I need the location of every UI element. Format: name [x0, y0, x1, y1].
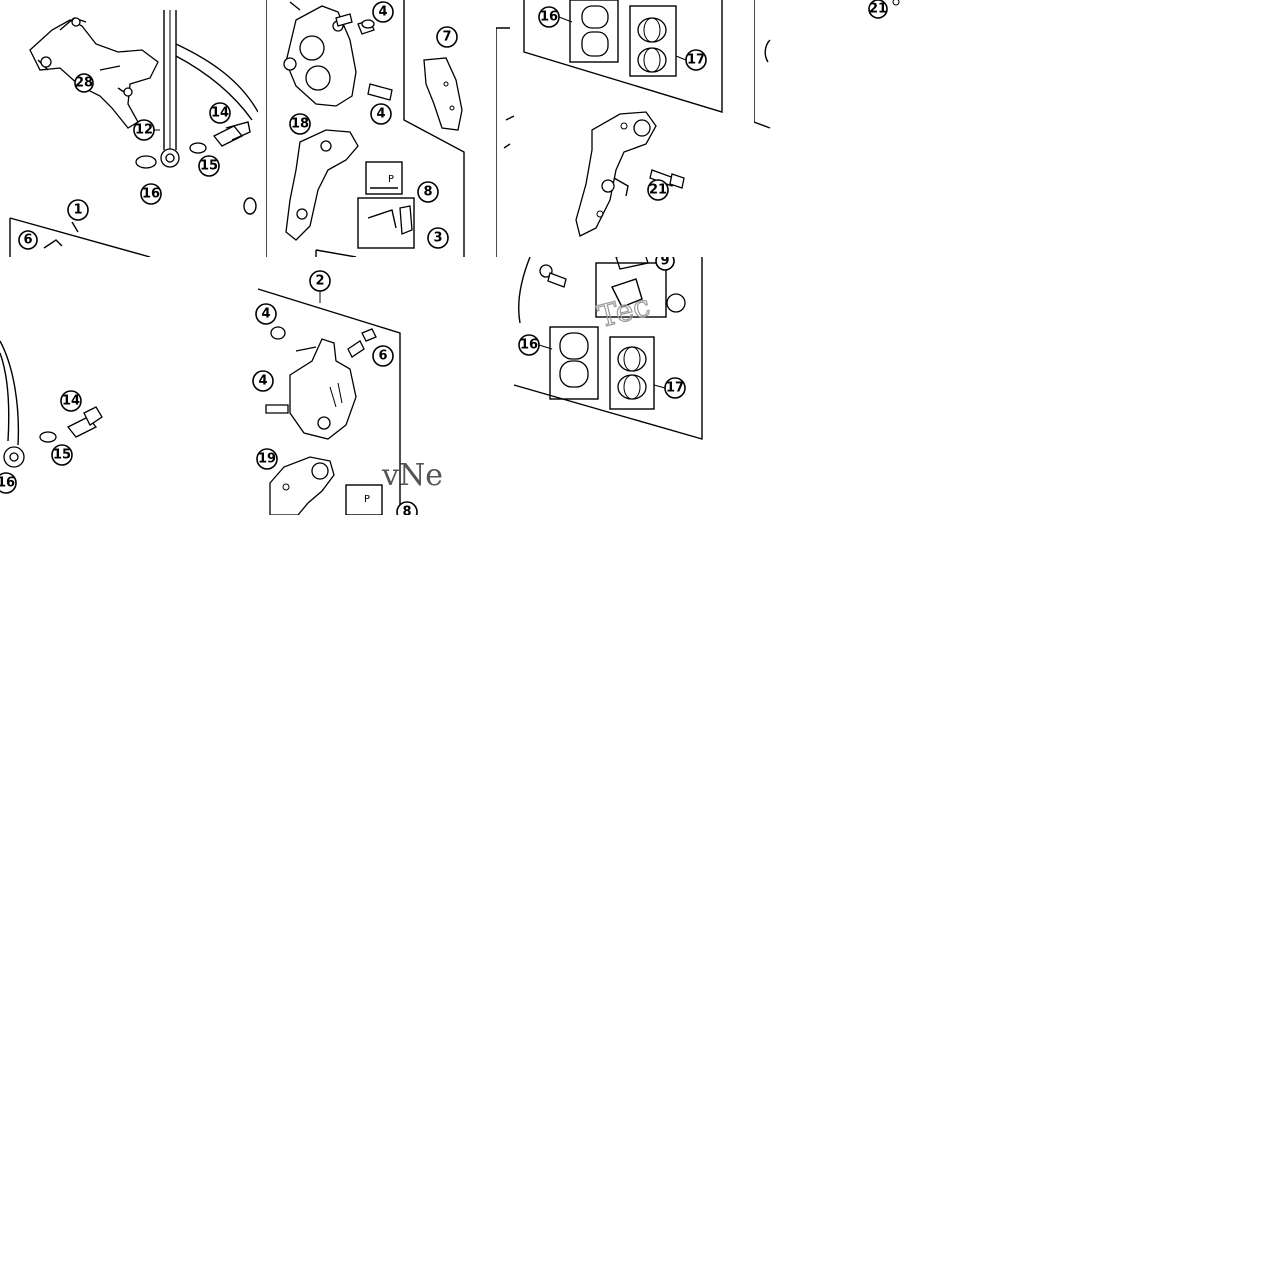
callout-8: 8: [396, 501, 418, 516]
diagram-tile-piston-kit-bracket: 16 17 21: [496, 0, 754, 257]
callout-17: 17: [685, 49, 707, 71]
svg-text:4: 4: [258, 374, 267, 389]
banjo-bolt-drawing: 14 15 16: [0, 340, 103, 494]
callout-7: 7: [436, 26, 458, 48]
callout-6: 6: [372, 345, 394, 367]
svg-text:28: 28: [75, 76, 93, 91]
rear-piston-kit-drawing: Tec 9 16 17: [513, 257, 703, 440]
front-caliper-drawing: P 4 7 18 4 8 3: [266, 0, 465, 257]
svg-text:16: 16: [142, 187, 160, 202]
svg-text:21: 21: [869, 2, 887, 17]
callout-1: 1: [67, 199, 89, 221]
svg-text:14: 14: [62, 394, 80, 409]
callout-28: 28: [74, 73, 94, 93]
callout-19: 19: [256, 448, 278, 470]
callout-6: 6: [18, 230, 38, 250]
callout-15: 15: [198, 155, 220, 177]
svg-text:8: 8: [423, 185, 432, 200]
diagram-tile-banjo-bolt: 14 15 16: [0, 257, 110, 515]
callout-15: 15: [51, 444, 73, 466]
svg-text:15: 15: [200, 159, 218, 174]
callout-8: 8: [417, 181, 439, 203]
callout-16: 16: [518, 334, 540, 356]
svg-text:4: 4: [261, 307, 270, 322]
callout-21: 21: [647, 179, 669, 201]
svg-text:7: 7: [442, 30, 451, 45]
svg-text:12: 12: [135, 123, 153, 138]
watermark-text: vNe: [381, 458, 443, 493]
rear-caliper-drawing: P vNe 2 4 6 4 19 8: [252, 270, 443, 516]
diagram-tile-rear-caliper: P vNe 2 4 6 4 19 8: [250, 257, 446, 515]
callout-3: 3: [427, 227, 449, 249]
diagram-tile-rear-piston-kit: Tec 9 16 17: [512, 257, 704, 443]
diagram-tile-brake-hose-bracket: 28 12 14 15 16 1 6: [0, 0, 258, 257]
callout-21: 21: [868, 0, 888, 19]
diagram-tile-bolt-fragment: 21: [754, 0, 914, 130]
callout-4b: 4: [370, 103, 392, 125]
svg-text:6: 6: [23, 233, 32, 248]
svg-text:2: 2: [315, 274, 324, 289]
svg-text:9: 9: [660, 257, 669, 269]
svg-text:18: 18: [291, 117, 309, 132]
bolt-fragment-drawing: 21: [754, 0, 900, 129]
svg-text:17: 17: [666, 381, 684, 396]
svg-text:21: 21: [649, 183, 667, 198]
svg-text:15: 15: [53, 448, 71, 463]
callout-2: 2: [309, 270, 331, 292]
callout-14: 14: [60, 390, 82, 412]
watermark-group: Tec: [594, 288, 654, 336]
svg-text:P: P: [388, 174, 394, 185]
piston-kit-bracket-drawing: 16 17 21: [496, 0, 723, 257]
callout-9: 9: [655, 257, 675, 271]
callout-14: 14: [209, 102, 231, 124]
svg-text:6: 6: [378, 349, 387, 364]
svg-text:14: 14: [211, 106, 229, 121]
watermark-text: Tec: [594, 288, 653, 335]
svg-text:19: 19: [258, 452, 276, 467]
callout-17: 17: [664, 377, 686, 399]
svg-text:4: 4: [378, 5, 387, 20]
svg-text:1: 1: [73, 203, 82, 218]
svg-text:P: P: [364, 494, 370, 505]
callout-16: 16: [0, 472, 17, 494]
svg-text:3: 3: [433, 231, 442, 246]
brake-hose-bracket-drawing: 28 12 14 15 16 1 6: [9, 10, 258, 257]
callout-4: 4: [372, 1, 394, 23]
svg-text:17: 17: [687, 53, 705, 68]
svg-text:16: 16: [0, 476, 15, 491]
callout-16: 16: [538, 6, 560, 28]
callout-4: 4: [255, 303, 277, 325]
svg-text:16: 16: [540, 10, 558, 25]
callout-16: 16: [140, 183, 162, 205]
callout-12: 12: [133, 119, 155, 141]
callout-18: 18: [289, 113, 311, 135]
svg-text:4: 4: [376, 107, 385, 122]
callout-4b: 4: [252, 370, 274, 392]
diagram-tile-front-caliper: P 4 7 18 4 8 3: [266, 0, 466, 257]
svg-text:16: 16: [520, 338, 538, 353]
svg-text:8: 8: [402, 505, 411, 516]
